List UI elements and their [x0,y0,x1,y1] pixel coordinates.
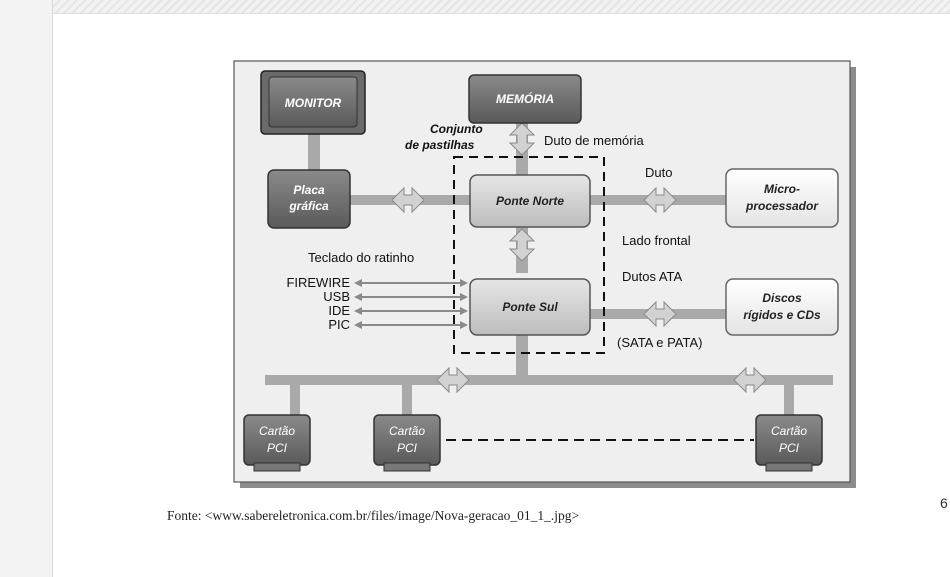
pci-card-2: Cartão PCI [373,414,441,472]
north-bridge-label: Ponte Norte [496,194,564,208]
south-bridge-label: Ponte Sul [502,300,558,314]
pci-card-3: Cartão PCI [755,414,823,472]
microprocessor-label-line2: processador [745,199,819,213]
chipset-label-line2: de pastilhas [405,138,475,152]
keyboard-mouse-label: Teclado do ratinho [308,250,414,265]
graphics-card-label-line2: gráfica [288,199,329,213]
memory-bus-label: Duto de memória [544,133,644,148]
pci-card-2-label-line1: Cartão [389,424,425,438]
bus-arrows [391,122,767,394]
memory-box: MEMÓRIA [468,74,582,124]
disks-label-line2: rígidos e CDs [743,308,821,322]
pci-card-3-label-line2: PCI [779,441,800,455]
chipset-label-line1: Conjunto [430,122,483,136]
monitor-label: MONITOR [285,96,342,110]
chipset-diagram: MONITOR MEMÓRIA Placa gráfica Ponte Nort… [232,59,858,490]
port-label-firewire: FIREWIRE [286,275,350,290]
monitor-box: MONITOR [260,70,366,135]
port-label-pic: PIC [328,317,350,332]
port-label-usb: USB [323,289,350,304]
pci-card-3-label-line1: Cartão [771,424,807,438]
microprocessor-label-line1: Micro- [764,182,800,196]
pci-card-1-label-line1: Cartão [259,424,295,438]
pci-card-2-label-line2: PCI [397,441,418,455]
pci-card-1-label-line2: PCI [267,441,288,455]
disks-label-line1: Discos [762,291,802,305]
port-lines [354,279,468,329]
figure-caption: Fonte: <www.sabereletronica.com.br/files… [167,508,580,523]
sata-pata-label: (SATA e PATA) [617,335,702,350]
graphics-card-label-line1: Placa [293,183,325,197]
disks-box: Discos rígidos e CDs [725,278,839,336]
memory-label: MEMÓRIA [496,91,554,106]
bus-label: Duto [645,165,672,180]
graphics-card-box: Placa gráfica [267,169,351,229]
page-number: 6 [940,495,948,511]
north-bridge-box: Ponte Norte [469,174,591,228]
pci-card-1: Cartão PCI [243,414,311,472]
top-hatched-band [53,0,950,14]
ata-buses-label: Dutos ATA [622,269,683,284]
south-bridge-box: Ponte Sul [469,278,591,336]
port-label-ide: IDE [328,303,350,318]
left-gutter [0,0,53,577]
front-side-label: Lado frontal [622,233,691,248]
chipset-boundary [453,156,605,354]
microprocessor-box: Micro- processador [725,168,839,228]
